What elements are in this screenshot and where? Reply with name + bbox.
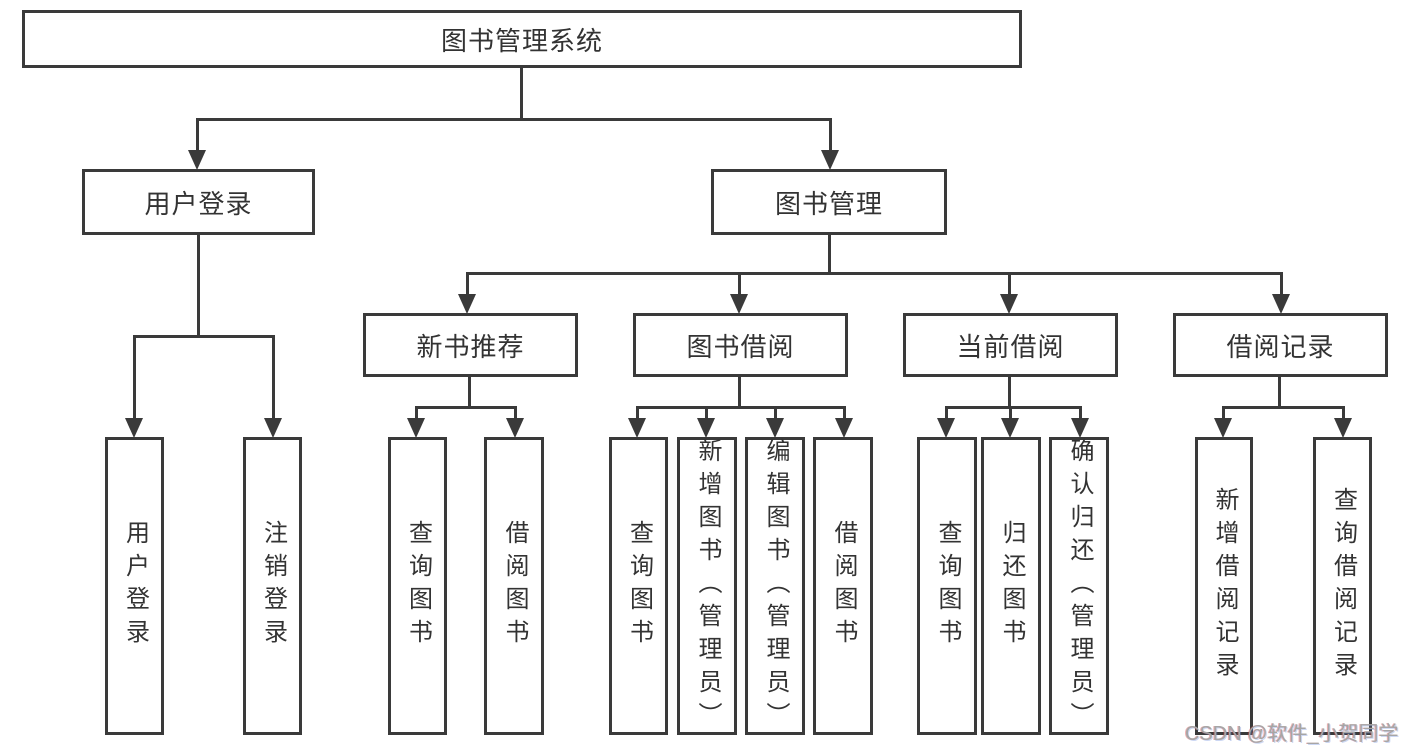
arrow-down-icon <box>1071 418 1089 438</box>
csdn-watermark: CSDN @软件_小贺同学 <box>1185 723 1399 745</box>
leaf-edit-book-admin: 编辑图书（管理员） <box>745 437 805 735</box>
connector-line <box>1079 406 1082 424</box>
leaf-user-login: 用户登录 <box>105 437 164 735</box>
node-current-borrow: 当前借阅 <box>903 313 1118 377</box>
arrow-down-icon <box>1214 418 1232 438</box>
leaf-borrow-book-label: 借阅图书 <box>830 520 857 652</box>
arrow-down-icon <box>730 294 748 314</box>
connector-line <box>636 406 846 409</box>
node-book-borrow-label: 图书借阅 <box>686 331 795 362</box>
connector-line <box>1222 406 1225 424</box>
connector-line <box>945 406 1082 409</box>
arrow-down-icon <box>628 418 646 438</box>
node-borrow-record: 借阅记录 <box>1173 313 1388 377</box>
node-book-management-label: 图书管理 <box>774 188 883 219</box>
leaf-query-book-recommend-label: 查询图书 <box>404 520 432 652</box>
node-book-management: 图书管理 <box>711 169 947 235</box>
connector-line <box>415 406 418 424</box>
arrow-down-icon <box>1000 294 1018 314</box>
leaf-confirm-return-admin: 确认归还（管理员） <box>1049 437 1109 735</box>
node-user-login: 用户登录 <box>82 169 315 235</box>
arrow-down-icon <box>125 418 143 438</box>
connector-line <box>705 406 708 424</box>
node-book-borrow: 图书借阅 <box>633 313 848 377</box>
leaf-query-book-current-label: 查询图书 <box>934 520 961 652</box>
node-borrow-record-label: 借阅记录 <box>1226 331 1335 362</box>
leaf-borrow-book-recommend-label: 借阅图书 <box>501 520 528 652</box>
arrow-down-icon <box>506 418 524 438</box>
arrow-down-icon <box>1001 418 1019 438</box>
connector-line <box>466 272 1283 275</box>
node-new-book-recommend-label: 新书推荐 <box>416 331 525 362</box>
leaf-return-book-label: 归还图书 <box>998 520 1025 652</box>
leaf-logout: 注销登录 <box>243 437 302 735</box>
connector-line <box>1008 377 1011 408</box>
leaf-logout-label: 注销登录 <box>259 520 287 652</box>
connector-line <box>1222 406 1345 409</box>
leaf-query-book-borrow-label: 查询图书 <box>625 520 653 652</box>
connector-line <box>1008 272 1011 300</box>
arrow-down-icon <box>1334 418 1352 438</box>
connector-line <box>1278 377 1281 408</box>
node-root: 图书管理系统 <box>22 10 1022 68</box>
leaf-borrow-book-recommend: 借阅图书 <box>484 437 544 735</box>
connector-line <box>636 406 639 424</box>
connector-line <box>520 68 523 120</box>
arrow-down-icon <box>821 150 839 170</box>
connector-line <box>133 335 136 424</box>
connector-line <box>945 406 948 424</box>
leaf-user-login-label: 用户登录 <box>121 520 149 652</box>
arrow-down-icon <box>264 418 282 438</box>
connector-line <box>415 406 517 409</box>
node-new-book-recommend: 新书推荐 <box>363 313 578 377</box>
connector-line <box>738 377 741 408</box>
leaf-borrow-book: 借阅图书 <box>813 437 873 735</box>
connector-line <box>196 118 199 156</box>
connector-line <box>197 235 200 337</box>
connector-line <box>272 335 275 424</box>
leaf-edit-book-admin-label: 编辑图书（管理员） <box>762 437 789 735</box>
arrow-down-icon <box>766 418 784 438</box>
leaf-query-borrow-record: 查询借阅记录 <box>1313 437 1372 735</box>
arrow-down-icon <box>188 150 206 170</box>
connector-line <box>1009 406 1012 424</box>
connector-line <box>468 377 471 408</box>
connector-line <box>1280 272 1283 300</box>
connector-line <box>196 118 832 121</box>
node-root-label: 图书管理系统 <box>440 25 603 56</box>
arrow-down-icon <box>937 418 955 438</box>
connector-line <box>1342 406 1345 424</box>
leaf-add-borrow-record-label: 新增借阅记录 <box>1211 487 1238 685</box>
arrow-down-icon <box>1272 294 1290 314</box>
leaf-query-book-borrow: 查询图书 <box>609 437 668 735</box>
connector-line <box>774 406 777 424</box>
connector-line <box>843 406 846 424</box>
node-current-borrow-label: 当前借阅 <box>956 331 1065 362</box>
leaf-add-borrow-record: 新增借阅记录 <box>1195 437 1253 735</box>
leaf-query-book-recommend: 查询图书 <box>388 437 447 735</box>
connector-line <box>466 272 469 300</box>
arrow-down-icon <box>458 294 476 314</box>
connector-line <box>829 118 832 156</box>
leaf-add-book-admin: 新增图书（管理员） <box>677 437 737 735</box>
leaf-query-borrow-record-label: 查询借阅记录 <box>1329 487 1357 685</box>
connector-line <box>828 235 831 274</box>
leaf-query-book-current: 查询图书 <box>917 437 977 735</box>
connector-line <box>514 406 517 424</box>
arrow-down-icon <box>835 418 853 438</box>
connector-line <box>133 335 275 338</box>
leaf-confirm-return-admin-label: 确认归还（管理员） <box>1066 437 1093 735</box>
connector-line <box>738 272 741 300</box>
leaf-return-book: 归还图书 <box>981 437 1041 735</box>
arrow-down-icon <box>407 418 425 438</box>
leaf-add-book-admin-label: 新增图书（管理员） <box>694 437 721 735</box>
node-user-login-label: 用户登录 <box>144 188 253 219</box>
arrow-down-icon <box>697 418 715 438</box>
